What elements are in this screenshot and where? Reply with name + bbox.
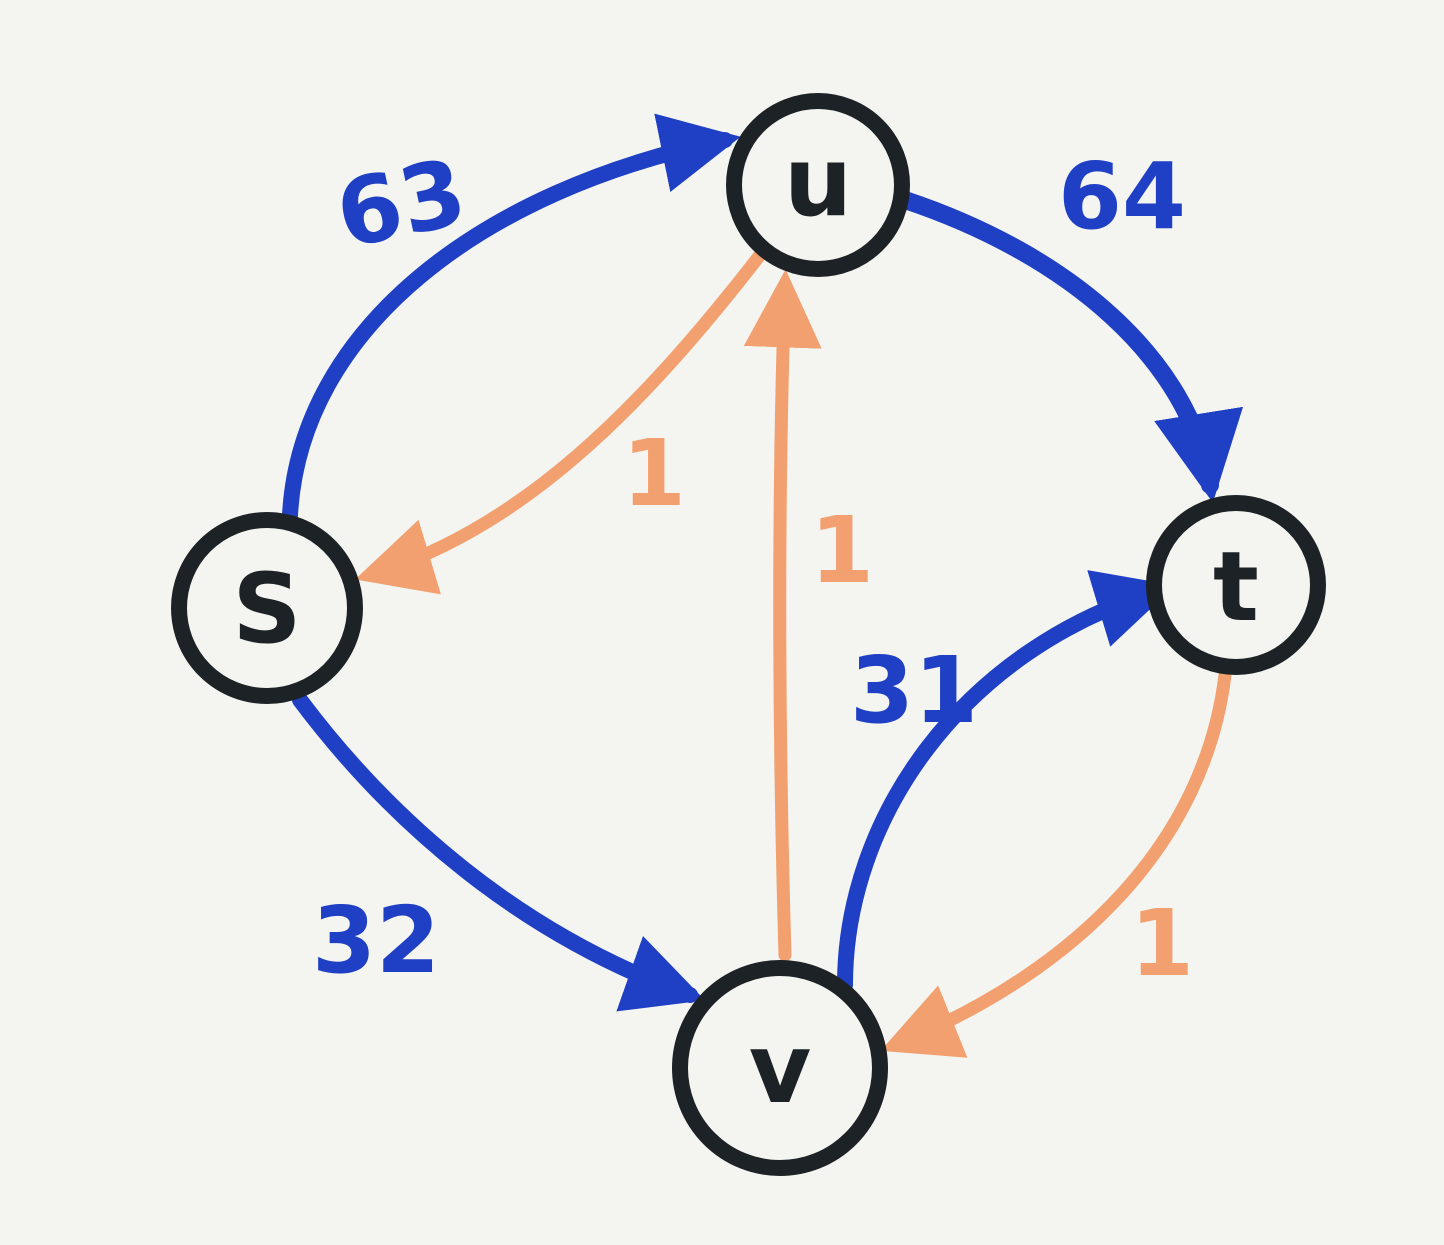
edge-v-u — [743, 269, 822, 962]
weight-t-v: 1 — [1130, 890, 1194, 997]
edge-s-u — [282, 113, 741, 523]
node-t: t — [1146, 495, 1326, 675]
weight-u-t: 64 — [1058, 143, 1186, 250]
weight-s-u: 63 — [327, 138, 474, 269]
node-label-v: v — [749, 1013, 812, 1125]
node-u: u — [726, 93, 910, 277]
node-label-t: t — [1213, 531, 1259, 643]
node-s: S — [171, 512, 363, 704]
edge-s-v — [292, 692, 706, 1012]
node-v: v — [672, 960, 888, 1176]
weight-v-u: 1 — [810, 497, 874, 604]
edge-t-v — [880, 668, 1232, 1058]
edge-v-t — [837, 570, 1176, 993]
edge-u-s — [355, 248, 767, 595]
edge-u-t — [896, 191, 1243, 503]
weight-v-t: 31 — [850, 637, 978, 744]
weight-u-s: 1 — [622, 420, 686, 527]
node-label-u: u — [784, 126, 852, 238]
weight-s-v: 32 — [312, 887, 440, 994]
node-label-s: S — [232, 553, 301, 665]
